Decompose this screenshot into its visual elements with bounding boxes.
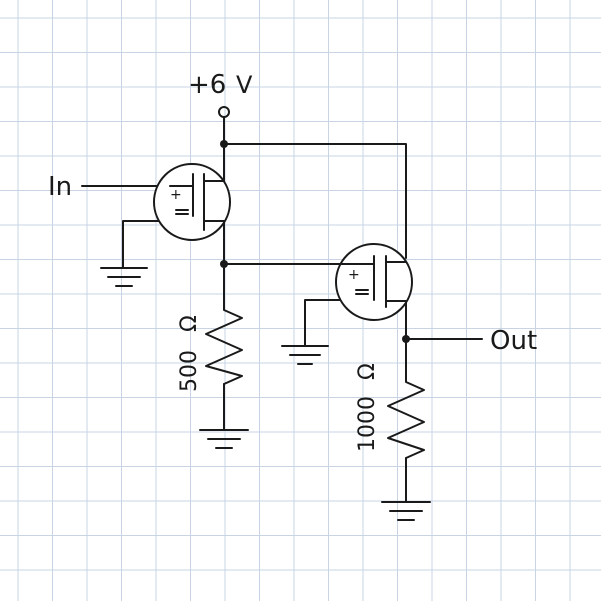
resistor-500: 500 Ω bbox=[177, 299, 243, 392]
ground-q2-icon bbox=[281, 345, 329, 365]
r1-unit-label: Ω bbox=[177, 315, 202, 332]
ground-q1-icon bbox=[100, 267, 148, 287]
output-label: Out bbox=[490, 326, 537, 356]
r2-value-label: 1000 bbox=[355, 396, 380, 452]
resistor-1000: 1000 Ω bbox=[355, 363, 425, 459]
junction-dot-output bbox=[402, 335, 410, 343]
junction-dot-divider bbox=[220, 260, 228, 268]
ground-r2-icon bbox=[381, 501, 431, 521]
q1-polarity-mark: + bbox=[170, 187, 182, 203]
junctions bbox=[220, 140, 410, 343]
supply-unit-label: V bbox=[236, 71, 253, 99]
transistor-q2: + bbox=[335, 243, 413, 321]
supply-node-icon bbox=[218, 106, 230, 118]
supply-terminal: +6 V bbox=[188, 70, 253, 118]
wiring bbox=[81, 116, 483, 503]
transistor-q1: + bbox=[153, 163, 231, 241]
supply-voltage-label: +6 bbox=[188, 70, 226, 100]
junction-dot-supply bbox=[220, 140, 228, 148]
r1-value-label: 500 bbox=[177, 350, 202, 392]
r2-unit-label: Ω bbox=[355, 363, 380, 380]
input-label: In bbox=[48, 172, 72, 202]
ground-r1-icon bbox=[199, 429, 249, 449]
q2-polarity-mark: + bbox=[348, 267, 360, 283]
